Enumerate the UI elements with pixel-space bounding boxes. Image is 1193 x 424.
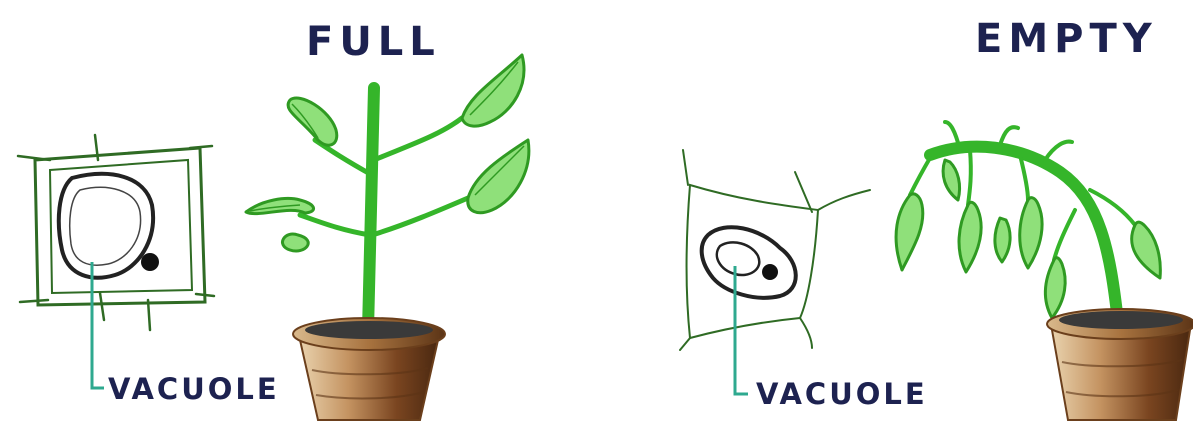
vacuole-empty [702, 227, 796, 298]
leaf-icon [288, 98, 337, 145]
pot-body [300, 340, 438, 420]
cell-wall-outer [687, 185, 818, 338]
pot-soil [305, 321, 433, 339]
turgid-cell [18, 135, 214, 330]
pot-empty [1047, 309, 1193, 420]
leaf-icon [943, 160, 959, 200]
upright-stem [368, 88, 374, 330]
leaf-icon [896, 194, 923, 270]
pot-body [1052, 330, 1190, 420]
leaf-icon [959, 202, 981, 272]
pot-full [293, 318, 445, 420]
leaf-icon [995, 218, 1010, 262]
leaf-icon [282, 234, 308, 251]
full-title: FULL [306, 19, 441, 65]
vacuole-pointer-full [92, 262, 104, 388]
leaf-icon [1020, 198, 1042, 268]
vacuole-full-inner [70, 187, 141, 265]
full-panel: FULL VACUOLE [18, 19, 529, 420]
upright-plant [246, 55, 529, 420]
full-vacuole-label: VACUOLE [108, 372, 280, 406]
vacuole-full [59, 174, 153, 278]
empty-panel: EMPTY VACUOLE [680, 16, 1193, 420]
leaf-icon [1045, 258, 1065, 318]
empty-vacuole-label: VACUOLE [756, 377, 928, 411]
nucleus-full [141, 253, 159, 271]
pot-soil [1059, 311, 1183, 329]
vacuole-pointer-empty [735, 266, 748, 394]
wilted-plant [896, 122, 1193, 420]
leaf-icon [1132, 222, 1161, 278]
flaccid-cell [680, 150, 870, 350]
vacuole-empty-inner [717, 242, 759, 275]
nucleus-empty [762, 264, 778, 280]
empty-title: EMPTY [975, 16, 1158, 62]
